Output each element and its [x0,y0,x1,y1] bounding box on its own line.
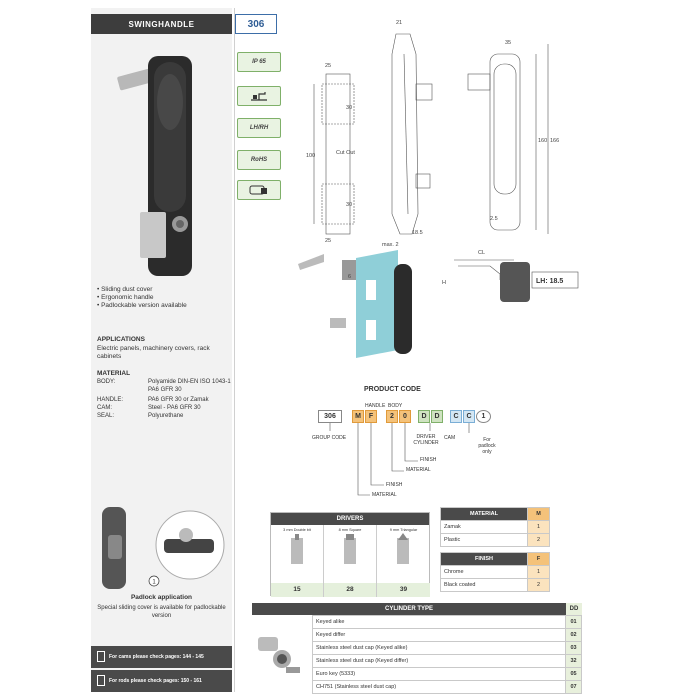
svg-text:30: 30 [346,202,352,208]
svg-text:max. 2: max. 2 [382,242,399,248]
page-title: SWINGHANDLE [91,14,232,34]
cylinder-code-heading: DD [566,603,582,615]
material-heading: MATERIAL [97,370,131,377]
lh-rh-badge: LH/RH [237,118,281,138]
code-leader-lines [329,423,470,496]
svg-text:6: 6 [348,274,351,280]
code-handle-finish: F [365,410,377,423]
padlock-feature-icon [237,180,281,200]
cam-drawing: CL H LH: 18.5 [442,250,579,302]
list-item: Ergonomic handle [97,294,229,302]
padlock-note: Special sliding cover is available for p… [97,605,226,619]
body-label: BODY [388,403,403,409]
code-handle-material: M [352,410,364,423]
material-row: SEAL:Polyurethane [97,413,184,419]
cams-reference: For cams please check pages: 144 - 145 [91,646,232,668]
document-icon [97,675,105,686]
table-row: CH751 (Stainless steel dust cap)07 [312,680,582,694]
ip65-badge: IP 65 [237,52,281,72]
applications-text: Electric panels, machinery covers, rack … [97,345,210,360]
drivers-heading: DRIVERS [271,513,429,525]
swinghandle-photo [117,56,192,276]
rohs-badge: RoHS [237,150,281,170]
svg-text:100: 100 [306,153,315,159]
svg-text:160: 160 [538,138,547,144]
svg-text:CL: CL [478,250,485,256]
list-item: Padlockable version available [97,302,229,310]
svg-text:21: 21 [396,20,402,26]
svg-text:30: 30 [346,105,352,111]
padlock-photo: 1 [102,507,225,589]
cylinder-heading: CYLINDER TYPE [252,603,566,615]
svg-text:Cut Out: Cut Out [336,150,355,156]
handle-label: HANDLE [365,403,386,409]
padlock-callout: 1 [152,580,156,586]
finish-label: FINISH [420,457,437,463]
svg-text:166: 166 [550,138,559,144]
code-group: 306 [318,410,342,423]
product-code-heading: PRODUCT CODE [364,386,421,393]
code-body-material: 2 [386,410,398,423]
cam-label: CAM [444,435,456,441]
table-row: Stainless steel dust cap (Keyed alike)03 [312,641,582,655]
code-padlock: 1 [476,410,491,423]
driver-option: 8 mm Square 28 [324,525,377,597]
padlock-only-label: For padlock only [478,437,496,455]
svg-text:35: 35 [505,40,511,46]
material-row: BODY:Polyamide DIN-EN ISO 1043-1 PA6 GFR… [97,379,231,393]
padlock-heading: Padlock application [130,594,193,601]
code-body-finish: 0 [399,410,411,423]
technical-drawing: 25 30 100 Cut Out 30 25 21 max. 2 18.5 3… [306,20,559,248]
table-row: Euro key (5333)05 [312,667,582,681]
divider [234,8,235,692]
svg-text:2.5: 2.5 [490,216,498,222]
driver-option: 9 mm Triangular 39 [377,525,430,597]
material-row: CAM:Steel - PA6 GFR 30 [97,405,201,411]
svg-text:25: 25 [325,63,331,69]
product-number: 306 [235,14,277,34]
code-cam-2: C [463,410,475,423]
drivers-table: DRIVERS 3 mm Double bit 15 8 mm Square 2… [270,512,430,597]
code-cam-1: C [450,410,462,423]
list-item: Sliding dust cover [97,286,229,294]
svg-text:LH: 18.5: LH: 18.5 [536,278,563,285]
svg-text:18.5: 18.5 [412,230,423,236]
group-code-label: GROUP CODE [312,435,347,441]
rods-reference: For rods please check pages: 150 - 161 [91,670,232,692]
svg-text:H: H [442,280,446,286]
svg-text:25: 25 [325,238,331,244]
material-label: MATERIAL [406,467,431,473]
feature-list: Sliding dust cover Ergonomic handle Padl… [97,286,229,310]
cylinder-photo [258,637,300,673]
document-icon [97,651,105,662]
mounting-icon [237,86,281,106]
driver-cylinder-label: DRIVER CYLINDER [413,434,439,446]
applications-heading: APPLICATIONS [97,336,145,343]
driver-option: 3 mm Double bit 15 [271,525,324,597]
finish-label: FINISH [386,482,403,488]
exploded-view: 6 [298,250,412,358]
code-driver-1: D [418,410,430,423]
code-driver-2: D [431,410,443,423]
table-row: Stainless steel dust cap (Keyed differ)3… [312,654,582,668]
material-label: MATERIAL [372,492,397,498]
material-row: HANDLE:PA6 GFR 30 or Zamak [97,397,209,403]
